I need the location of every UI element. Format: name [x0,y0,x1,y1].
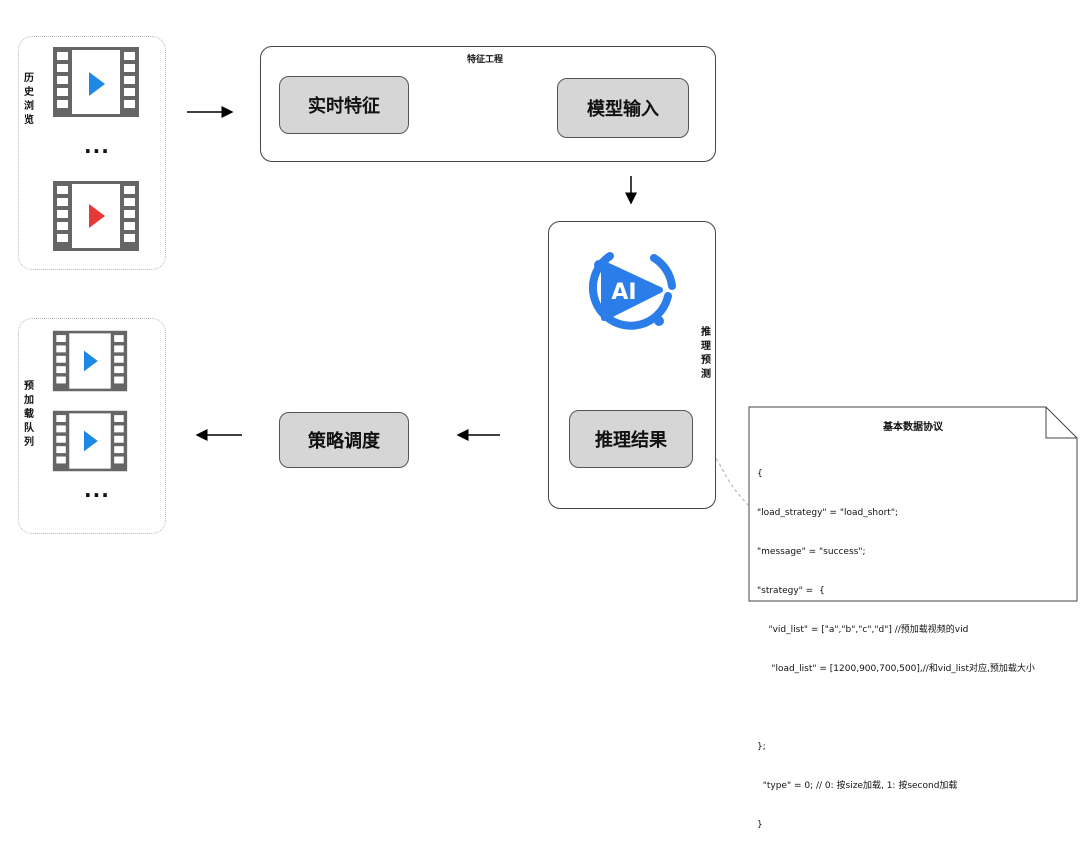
history-label: 历史浏览 [24,73,34,126]
model-input-node: 模型输入 [557,78,689,138]
history-video-2 [53,181,139,251]
ai-logo-icon: AI [588,252,676,330]
queue-ellipsis: ... [84,478,110,502]
protocol-line: } [757,820,763,830]
protocol-note-body: { "load_strategy" = "load_short"; "messa… [757,442,1075,845]
protocol-line [757,702,1075,715]
protocol-line: "message" = "success"; [757,547,866,557]
ai-logo-text: AI [611,280,636,305]
protocol-line: { [757,469,763,479]
protocol-line: "strategy" = { [757,586,825,596]
protocol-line: "vid_list" = ["a","b","c","d"] //预加载视频的v… [757,625,969,635]
realtime-features-node: 实时特征 [279,76,409,134]
history-ellipsis: ... [84,134,110,158]
protocol-note-shape [748,406,1078,602]
feature-engineering-title: 特征工程 [466,55,503,65]
preload-queue-label: 预加载队列 [24,381,34,448]
protocol-line: }; [757,742,766,752]
inference-result-node: 推理结果 [569,410,693,468]
inference-label: 推理预测 [701,327,711,380]
play-icon [89,72,105,96]
history-video-1 [53,47,139,117]
queue-video-2 [52,410,128,472]
play-icon [83,430,98,452]
play-icon [89,204,105,228]
protocol-note-title: 基本数据协议 [883,422,943,433]
strategy-scheduling-node: 策略调度 [279,412,409,468]
queue-video-1 [52,330,128,392]
play-icon [83,350,98,372]
protocol-line: "load_strategy" = "load_short"; [757,508,898,518]
protocol-line: "type" = 0; // 0: 按size加载, 1: 按second加载 [757,781,958,791]
protocol-line: "load_list" = [1200,900,700,500],//和vid_… [757,664,1035,674]
